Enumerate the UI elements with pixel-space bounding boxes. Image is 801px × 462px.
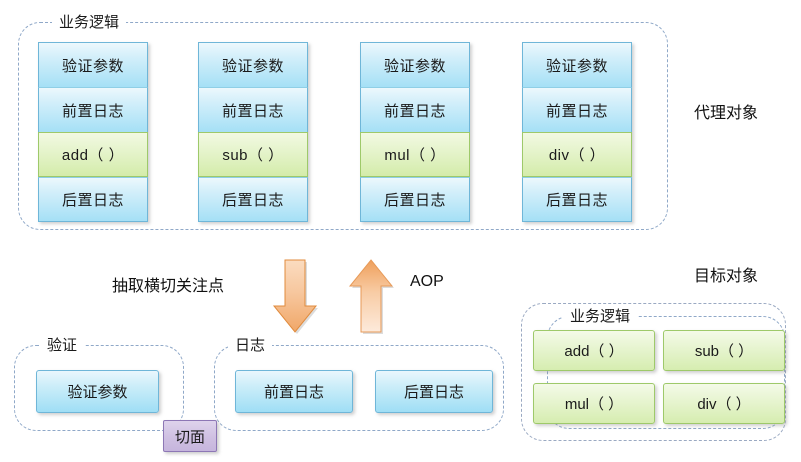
proxy-cell-validate: 验证参数 <box>522 42 632 87</box>
proxy-cell-validate: 验证参数 <box>198 42 308 87</box>
target-object-group <box>521 303 786 441</box>
proxy-cell-validate: 验证参数 <box>360 42 470 87</box>
proxy-cell-method: sub（ ） <box>198 132 308 177</box>
target-object-label: 目标对象 <box>694 268 759 285</box>
proxy-column-sub: 验证参数 前置日志 sub（ ） 后置日志 <box>198 42 308 222</box>
proxy-cell-before-log: 前置日志 <box>360 87 470 132</box>
aspect-after-log-box: 后置日志 <box>375 370 493 413</box>
aspect-log-group <box>214 345 504 431</box>
proxy-cell-after-log: 后置日志 <box>198 177 308 222</box>
proxy-cell-before-log: 前置日志 <box>38 87 148 132</box>
proxy-cell-after-log: 后置日志 <box>38 177 148 222</box>
proxy-cell-method: div（ ） <box>522 132 632 177</box>
proxy-column-div: 验证参数 前置日志 div（ ） 后置日志 <box>522 42 632 222</box>
aspect-validate-group-label: 验证 <box>40 338 85 353</box>
proxy-business-logic-group <box>18 22 668 230</box>
target-business-logic-group-label: 业务逻辑 <box>563 309 638 324</box>
aop-label: AOP <box>410 273 444 290</box>
target-method-add: add（ ） <box>533 330 655 371</box>
proxy-column-mul: 验证参数 前置日志 mul（ ） 后置日志 <box>360 42 470 222</box>
proxy-cell-before-log: 前置日志 <box>198 87 308 132</box>
up-arrow-icon <box>348 258 394 336</box>
aspect-validate-group <box>14 345 184 431</box>
proxy-cell-after-log: 后置日志 <box>360 177 470 222</box>
target-method-div: div（ ） <box>663 383 785 424</box>
aspect-log-group-label: 日志 <box>228 338 273 353</box>
extract-crosscutting-label: 抽取横切关注点 <box>112 278 225 295</box>
proxy-object-label: 代理对象 <box>694 105 759 122</box>
target-business-logic-group <box>547 316 785 429</box>
target-method-mul: mul（ ） <box>533 383 655 424</box>
down-arrow-icon <box>272 258 318 336</box>
proxy-cell-after-log: 后置日志 <box>522 177 632 222</box>
proxy-business-logic-group-label: 业务逻辑 <box>52 15 127 30</box>
target-method-sub: sub（ ） <box>663 330 785 371</box>
proxy-cell-method: add（ ） <box>38 132 148 177</box>
aspect-validate-param-box: 验证参数 <box>36 370 159 413</box>
proxy-cell-before-log: 前置日志 <box>522 87 632 132</box>
proxy-cell-validate: 验证参数 <box>38 42 148 87</box>
aspect-before-log-box: 前置日志 <box>235 370 353 413</box>
aspect-badge: 切面 <box>163 420 217 452</box>
proxy-column-add: 验证参数 前置日志 add（ ） 后置日志 <box>38 42 148 222</box>
proxy-cell-method: mul（ ） <box>360 132 470 177</box>
